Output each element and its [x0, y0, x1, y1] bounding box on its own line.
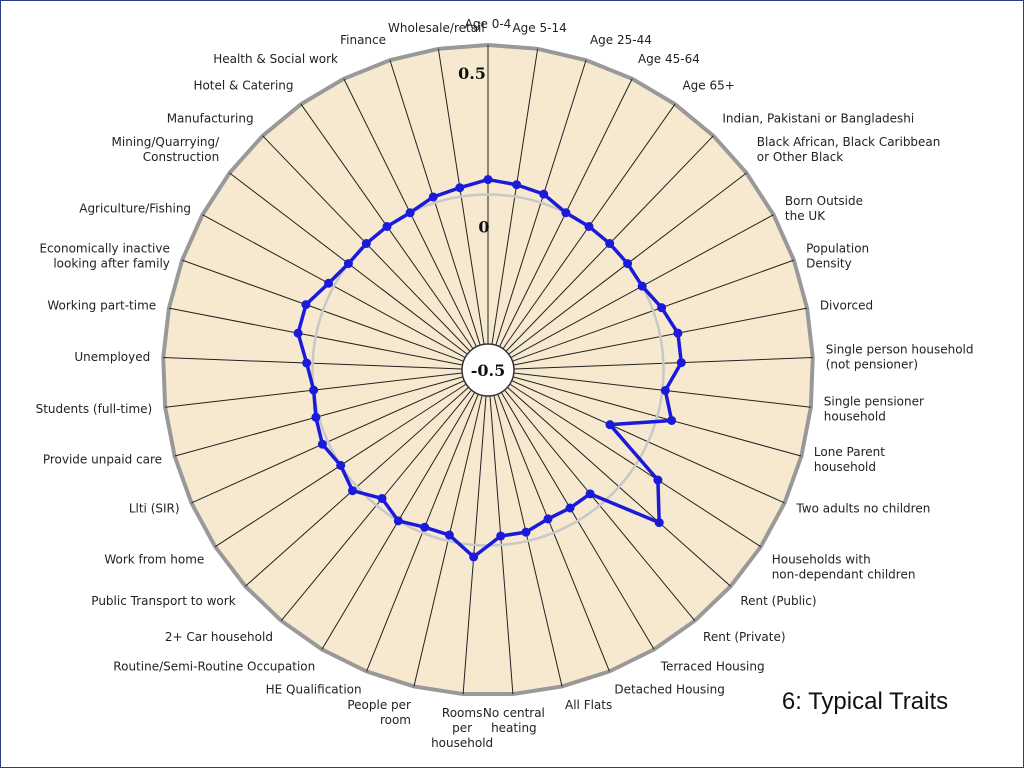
data-point: [539, 189, 549, 199]
category-label: Public Transport to work: [91, 594, 235, 608]
data-point: [348, 486, 358, 496]
data-point: [293, 328, 303, 338]
data-point: [623, 259, 633, 269]
category-label: Age 25-44: [590, 33, 652, 47]
data-point: [317, 439, 327, 449]
data-point: [455, 183, 465, 193]
category-label: 2+ Car household: [165, 630, 273, 644]
data-point: [565, 503, 575, 513]
data-point: [393, 516, 403, 526]
category-label: Working part-time: [47, 299, 156, 313]
category-label: Age 65+: [682, 79, 734, 93]
data-point: [336, 460, 346, 470]
data-point: [676, 358, 686, 368]
category-label: Detached Housing: [614, 682, 724, 696]
category-label: Provide unpaid care: [43, 453, 162, 467]
category-label: Routine/Semi-Routine Occupation: [113, 660, 315, 674]
data-point: [660, 385, 670, 395]
data-point: [343, 259, 353, 269]
category-label: Terraced Housing: [660, 660, 765, 674]
category-label: Hotel & Catering: [193, 79, 293, 93]
tick-label-zero: 0: [478, 218, 489, 237]
data-point: [653, 475, 663, 485]
data-point: [469, 552, 479, 562]
category-label: Llti (SIR): [129, 501, 180, 515]
category-label: Indian, Pakistani or Bangladeshi: [722, 111, 914, 125]
category-label: Mining/Quarrying/Construction: [112, 135, 221, 164]
data-point: [673, 328, 683, 338]
data-point: [309, 385, 319, 395]
tick-label-center: -0.5: [471, 361, 505, 380]
category-label: HE Qualification: [266, 682, 362, 696]
category-label: Finance: [340, 33, 386, 47]
category-label: Rent (Private): [703, 630, 786, 644]
category-label: Agriculture/Fishing: [79, 202, 191, 216]
category-label: Two adults no children: [795, 501, 930, 515]
data-point: [512, 180, 522, 190]
data-point: [382, 221, 392, 231]
data-point: [657, 303, 667, 313]
data-point: [377, 493, 387, 503]
tick-label-top: 0.5: [458, 64, 486, 83]
data-point: [654, 518, 664, 528]
data-point: [585, 489, 595, 499]
data-point: [428, 192, 438, 202]
data-point: [483, 175, 493, 185]
data-point: [496, 531, 506, 541]
category-label: Health & Social work: [213, 52, 338, 66]
category-label: Students (full-time): [36, 402, 153, 416]
data-point: [302, 358, 312, 368]
data-point: [405, 208, 415, 218]
data-point: [667, 415, 677, 425]
category-label: Age 5-14: [512, 21, 566, 35]
data-point: [444, 530, 454, 540]
data-point: [361, 239, 371, 249]
category-label: Unemployed: [74, 350, 150, 364]
category-label: Manufacturing: [167, 111, 254, 125]
data-point: [521, 527, 531, 537]
category-label: Age 0-4: [465, 17, 512, 31]
data-point: [605, 420, 615, 430]
center-circle: [461, 343, 515, 397]
data-point: [637, 281, 647, 291]
category-label: All Flats: [565, 698, 612, 712]
category-label: Divorced: [820, 299, 873, 313]
data-point: [605, 239, 615, 249]
category-label: Wholesale/retail: [388, 21, 485, 35]
data-point: [301, 300, 311, 310]
data-point: [420, 522, 430, 532]
data-point: [561, 208, 571, 218]
data-point: [311, 412, 321, 422]
category-label: Work from home: [104, 553, 204, 567]
category-label: Age 45-64: [638, 52, 700, 66]
data-point: [543, 514, 553, 524]
data-point: [584, 221, 594, 231]
data-point: [324, 278, 334, 288]
slide-title: 6: Typical Traits: [781, 688, 949, 715]
category-label: Single person household(not pensioner): [826, 343, 974, 372]
category-label: Rent (Public): [740, 594, 816, 608]
